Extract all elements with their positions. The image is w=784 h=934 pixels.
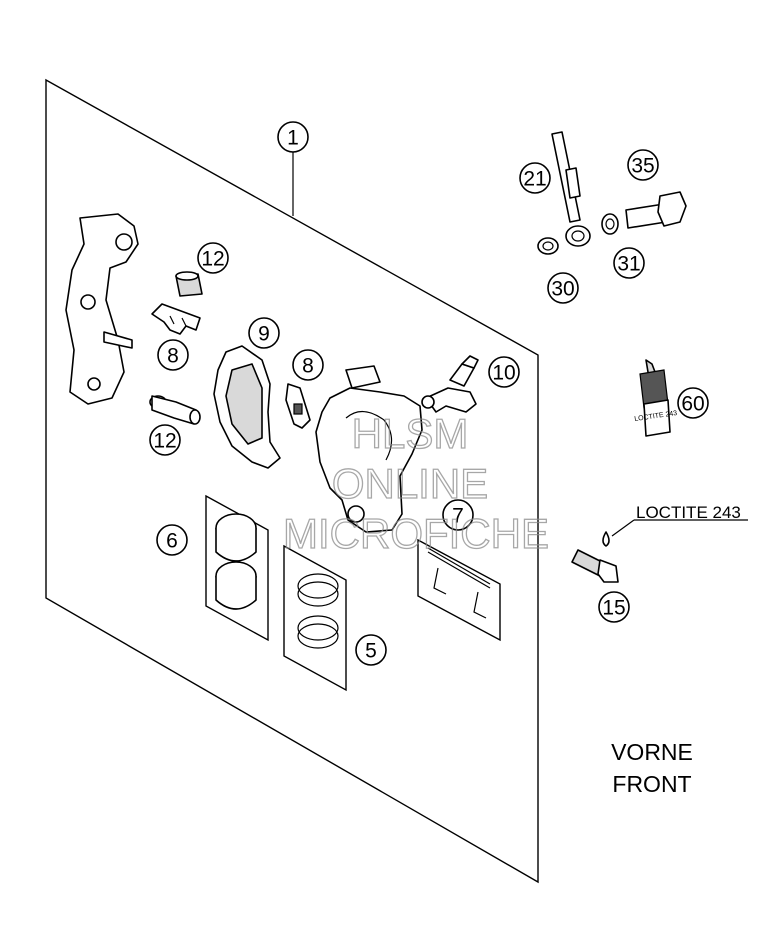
callout-35-label: 35 [631, 155, 654, 178]
slide-pin-12-lower [149, 395, 201, 425]
pad-spring-8-left [151, 303, 201, 335]
callout-6-label: 6 [166, 530, 178, 553]
callout-1: 1 [277, 121, 309, 153]
brake-pad-9 [213, 345, 281, 469]
callout-60: 60 [677, 387, 709, 419]
brake-line-21 [551, 131, 591, 247]
callout-7-label: 7 [452, 505, 464, 528]
callout-12-upper-label: 12 [201, 248, 224, 271]
callout-35: 35 [627, 149, 659, 181]
callout-15: 15 [598, 591, 630, 623]
callout-1-label: 1 [287, 127, 299, 150]
seals-5 [297, 573, 339, 649]
callout-5-label: 5 [365, 640, 377, 663]
callout-9-label: 9 [258, 323, 270, 346]
pistons-6 [215, 513, 257, 610]
callout-31: 31 [613, 247, 645, 279]
callout-21-label: 21 [523, 168, 546, 191]
callout-31-label: 31 [617, 253, 640, 276]
callout-10-label: 10 [492, 362, 515, 385]
watermark-line-3: MICROFICHE [283, 510, 549, 557]
loctite-bottle-60: LOCTITE 243 [634, 359, 678, 437]
callout-21: 21 [519, 162, 551, 194]
watermark-line-1: HLSM [352, 410, 469, 457]
callout-10: 10 [488, 356, 520, 388]
direction-label-vorne: VORNE [611, 739, 693, 765]
callout-5: 5 [355, 634, 387, 666]
callout-8-left: 8 [157, 339, 189, 371]
direction-label-front: FRONT [612, 771, 691, 797]
callout-12-upper: 12 [197, 242, 229, 274]
banjo-bolt-35 [625, 191, 687, 229]
callout-15-label: 15 [602, 597, 625, 620]
callout-30-label: 30 [551, 278, 574, 301]
callout-12-lower: 12 [149, 424, 181, 456]
loctite-leader-line [611, 519, 635, 537]
callout-9: 9 [248, 317, 280, 349]
callout-30: 30 [547, 272, 579, 304]
callout-12-lower-label: 12 [153, 430, 176, 453]
callout-8-right-label: 8 [302, 355, 314, 378]
watermark-line-2: ONLINE [332, 460, 488, 507]
callout-8-right: 8 [292, 349, 324, 381]
caliper-bracket [65, 213, 139, 405]
washer-31 [601, 213, 619, 235]
pad-spring-8-right [285, 383, 311, 429]
assembly-panel [45, 78, 539, 884]
bush-12-upper [175, 271, 203, 297]
washer-30 [537, 237, 559, 255]
bleeder-valve-10 [421, 355, 479, 413]
callout-7: 7 [442, 499, 474, 531]
pins-7 [427, 547, 491, 619]
callout-8-left-label: 8 [167, 345, 179, 368]
loctite-drop-icon [602, 531, 610, 547]
loctite-243-label: LOCTITE 243 [636, 503, 741, 522]
callout-60-label: 60 [681, 393, 704, 416]
callout-6: 6 [156, 524, 188, 556]
caliper-housing [315, 365, 423, 533]
bolt-15 [571, 549, 619, 583]
